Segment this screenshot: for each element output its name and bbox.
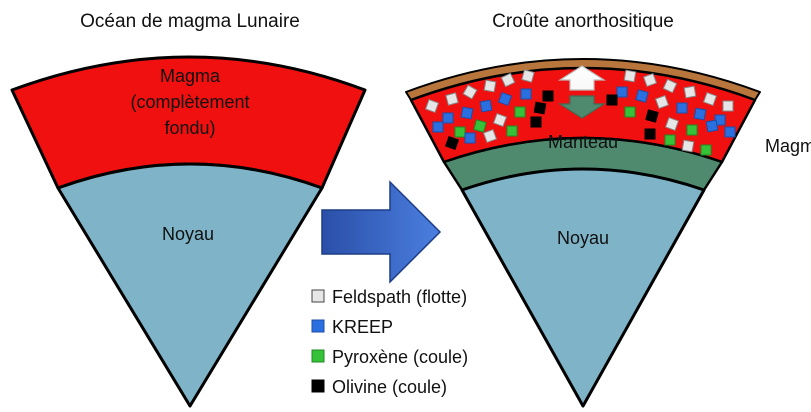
- kreep-crystal: [636, 90, 648, 102]
- legend-label-feldspar: Feldspath (flotte): [332, 287, 467, 307]
- pyroxene-crystal: [455, 127, 465, 137]
- left-core-label: Noyau: [162, 224, 214, 244]
- kreep-crystal: [694, 108, 706, 120]
- kreep-crystal: [433, 122, 443, 132]
- transition-arrow: [322, 182, 440, 282]
- kreep-crystal: [677, 103, 687, 113]
- magma-side-label: Magma: [765, 136, 811, 156]
- legend-label-kreep: KREEP: [332, 317, 393, 337]
- legend-swatch-kreep: [312, 320, 324, 332]
- pyroxene-crystal: [687, 125, 697, 135]
- feldspar-crystal: [624, 70, 636, 82]
- pyroxene-crystal: [701, 145, 711, 155]
- pyroxene-crystal: [665, 135, 675, 145]
- kreep-crystal: [617, 87, 627, 97]
- pyroxene-crystal: [507, 126, 517, 136]
- pyroxene-crystal: [515, 107, 525, 117]
- feldspar-crystal: [723, 101, 733, 111]
- olivine-crystal: [645, 129, 655, 139]
- right-core: [462, 169, 704, 406]
- left-panel-title: Océan de magma Lunaire: [80, 11, 300, 32]
- kreep-crystal: [480, 100, 492, 112]
- legend: Feldspath (flotte) KREEP Pyroxène (coule…: [312, 287, 468, 397]
- olivine-crystal: [531, 117, 541, 127]
- feldspar-crystal: [446, 93, 458, 105]
- feldspar-crystal: [484, 80, 496, 92]
- olivine-crystal: [534, 102, 546, 114]
- left-magma-label-line3: fondu): [164, 118, 215, 138]
- kreep-crystal: [461, 107, 473, 119]
- left-magma-label-line2: (complètement: [130, 92, 249, 112]
- legend-label-pyroxene: Pyroxène (coule): [332, 347, 468, 367]
- feldspar-crystal: [682, 140, 694, 152]
- olivine-crystal: [543, 91, 553, 101]
- right-core-label: Noyau: [557, 228, 609, 248]
- kreep-crystal: [443, 113, 453, 123]
- legend-swatch-feldspar: [312, 290, 324, 302]
- olivine-crystal: [646, 110, 658, 122]
- right-panel-title: Croûte anorthositique: [492, 11, 674, 32]
- feldspar-crystal: [522, 70, 534, 82]
- kreep-crystal: [465, 133, 475, 143]
- mantle-label: Manteau: [548, 132, 618, 152]
- left-magma-label-line1: Magma: [160, 66, 221, 86]
- kreep-crystal: [725, 127, 735, 137]
- legend-swatch-olivine: [312, 380, 324, 392]
- kreep-crystal: [521, 89, 531, 99]
- kreep-crystal: [706, 120, 718, 132]
- left-core: [58, 164, 322, 406]
- pyroxene-crystal: [474, 120, 486, 132]
- feldspar-crystal: [684, 86, 696, 98]
- legend-swatch-pyroxene: [312, 350, 324, 362]
- olivine-crystal: [607, 95, 617, 105]
- left-panel: Océan de magma Lunaire Magma (complèteme…: [12, 11, 365, 406]
- legend-label-olivine: Olivine (coule): [332, 377, 447, 397]
- pyroxene-crystal: [625, 107, 635, 117]
